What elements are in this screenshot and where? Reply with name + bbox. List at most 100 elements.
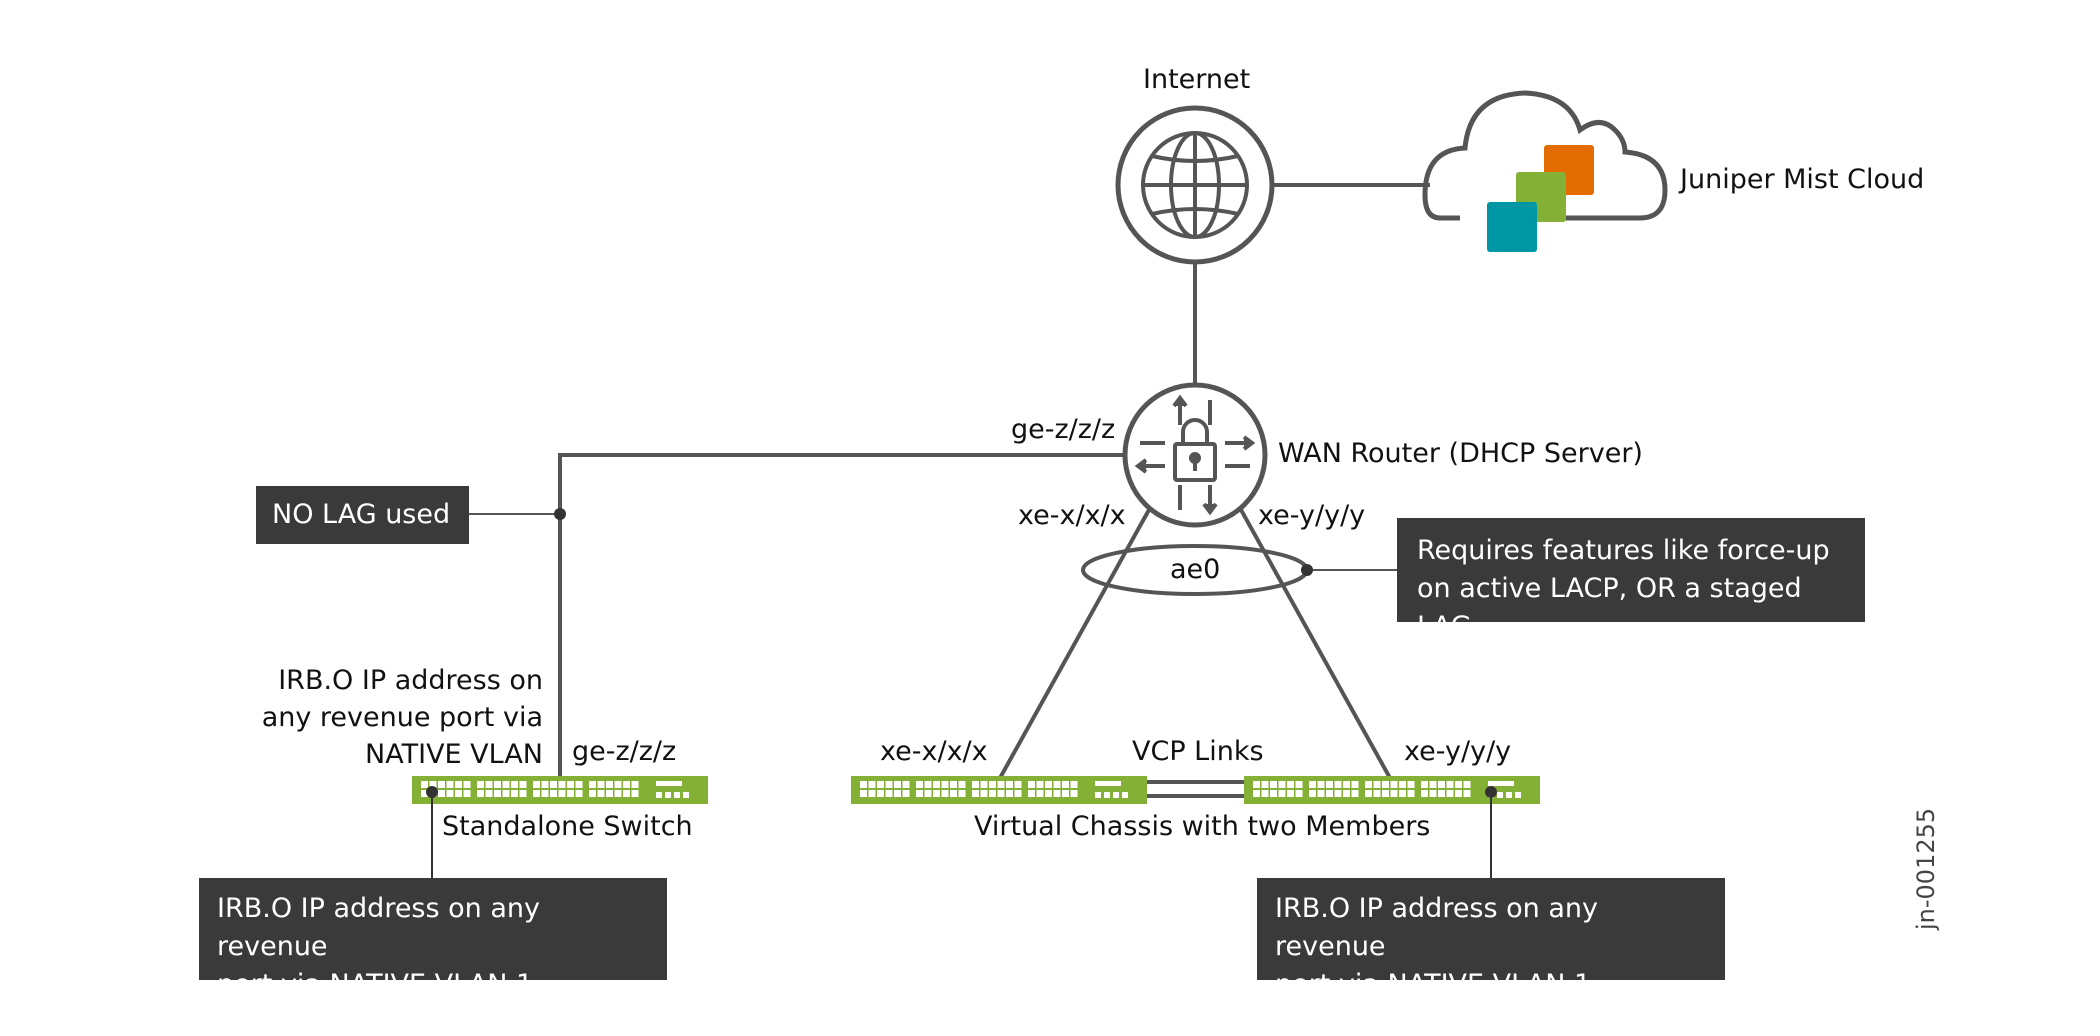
vc-member-1-switch-icon [851,776,1147,804]
switch-port [1062,790,1069,797]
switch-port [1365,781,1372,788]
no-lag-callout: NO LAG used [256,486,469,544]
switch-port [1062,781,1069,788]
switch-port [989,790,996,797]
uplink-port [1113,792,1119,798]
switch-port [1421,781,1428,788]
switch-port [1373,790,1381,797]
switch-port [1429,790,1437,797]
switch-port [446,781,454,788]
switch-port [463,790,471,797]
switch-port [877,781,884,788]
bottom-right-callout: IRB.O IP address on any revenue port via… [1257,878,1725,1000]
uplink-port [1497,792,1503,798]
switch-port [902,781,910,788]
switch-port-ge: ge-z/z/z [572,736,677,767]
switch-port [1446,790,1454,797]
bottom-right-callout-line-1: IRB.O IP address on any revenue [1275,893,1598,962]
switch-port [614,790,622,797]
switch-port [902,790,910,797]
switch-port [1317,790,1325,797]
callout-dot-no-lag [554,508,566,520]
callout-dot-lacp [1301,564,1313,576]
bottom-left-callout-line-2: port via NATIVE VLAN 1 [217,969,534,1000]
virtual-chassis-label: Virtual Chassis with two Members [974,811,1431,842]
switch-port [1036,790,1044,797]
switch-port [1270,781,1277,788]
switch-port [1343,790,1350,797]
switch-port [868,790,876,797]
switch-port [916,781,923,788]
switch-port [438,790,445,797]
router-port-ge: ge-z/z/z [1011,414,1116,445]
switch-port [519,781,527,788]
left-irb-note-line-1: IRB.O IP address on [278,665,543,696]
switch-port [421,790,428,797]
switch-port [894,790,901,797]
switch-port [421,781,428,788]
switch-port [533,790,540,797]
switch-port [1036,781,1044,788]
switch-port [885,790,893,797]
switch-port [933,790,940,797]
switch-port [597,790,605,797]
switch-port [1278,781,1286,788]
switch-port [1287,781,1294,788]
standalone-switch-label: Standalone Switch [442,811,693,842]
bottom-right-callout-line-2: port via NATIVE VLAN 1 [1275,969,1592,1000]
switch-port [533,781,540,788]
lacp-callout-line-2: on active LACP, OR a staged LAG [1417,573,1802,642]
switch-port [933,781,940,788]
switch-port [1334,781,1342,788]
switch-port [1399,790,1406,797]
switch-port [860,790,867,797]
standalone-switch-icon [412,776,708,804]
router-label: WAN Router (DHCP Server) [1278,438,1643,469]
uplink-port [1095,792,1101,798]
vc-port-xe-x: xe-x/x/x [880,736,988,767]
router-port-xe-y: xe-y/y/y [1258,500,1366,531]
switch-port [606,790,613,797]
uplink-port [1515,792,1521,798]
switch-port [1351,781,1359,788]
uplink-port [1488,781,1514,786]
mist-cloud-label: Juniper Mist Cloud [1680,164,1925,195]
switch-port [438,781,445,788]
switch-port [1438,781,1445,788]
switch-port [1365,790,1372,797]
switch-port [1351,790,1359,797]
switch-port [494,790,501,797]
switch-port [958,781,966,788]
switch-port [924,781,932,788]
switch-port [950,781,957,788]
switch-port [1028,790,1035,797]
link-router-standalone [558,453,1125,778]
switch-port [511,781,518,788]
link-router-vc-x [998,507,1152,779]
internet-label: Internet [1143,64,1251,95]
switch-port [550,790,557,797]
switch-port [1317,781,1325,788]
switch-port [446,790,454,797]
switch-port [550,781,557,788]
switch-port [1045,790,1052,797]
left-irb-note-line-3: NATIVE VLAN [365,739,543,770]
switch-port [502,781,510,788]
switch-port [1253,790,1260,797]
switch-port [1463,781,1471,788]
callout-dot-bottom-right [1485,786,1497,798]
switch-port [980,781,988,788]
switch-port [1261,781,1269,788]
switch-port [1053,790,1061,797]
switch-port [597,781,605,788]
uplink-port [674,792,680,798]
switch-port [972,790,979,797]
switch-port [519,790,527,797]
switch-port [980,790,988,797]
uplink-port [1122,792,1128,798]
switch-port [455,781,462,788]
switch-port [558,790,566,797]
uplink-port [656,781,682,786]
switch-port [1070,790,1078,797]
